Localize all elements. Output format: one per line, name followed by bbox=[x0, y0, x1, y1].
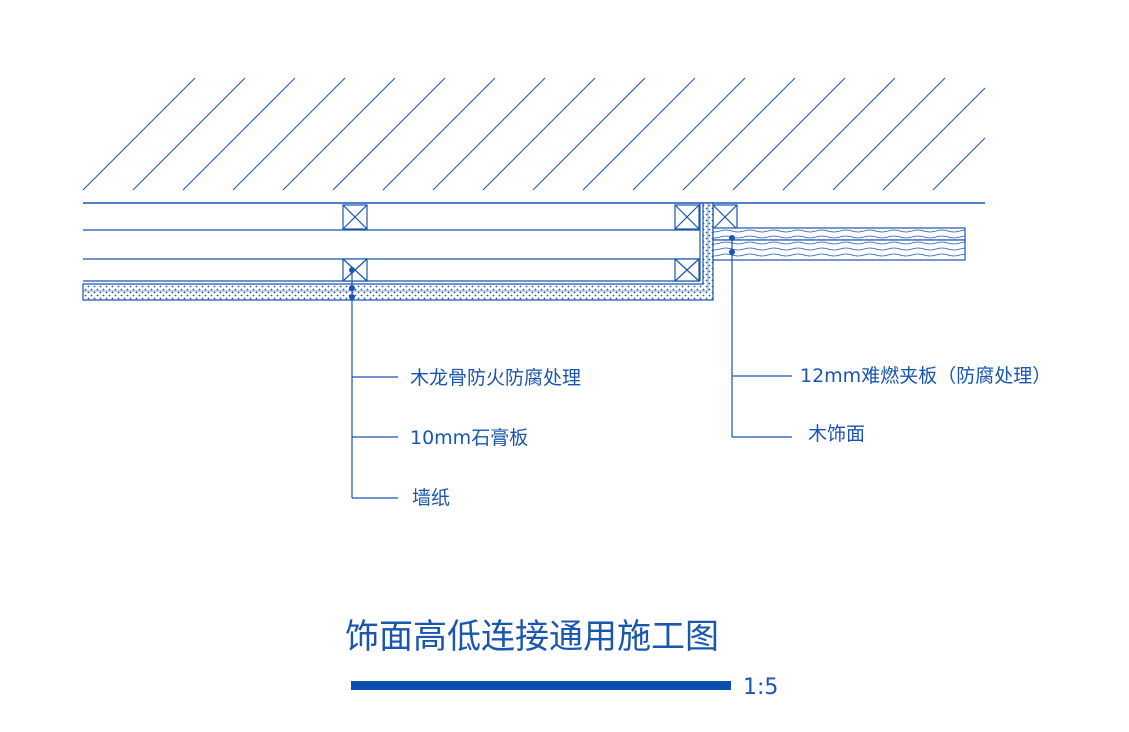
joist-upper-left bbox=[342, 204, 368, 230]
plywood-layer bbox=[712, 227, 966, 241]
joist-lower-mid bbox=[674, 258, 700, 282]
leader-left bbox=[351, 270, 398, 499]
leader-dot bbox=[729, 235, 735, 241]
drawing-title: 饰面高低连接通用施工图 bbox=[345, 617, 719, 657]
timber-joists bbox=[342, 204, 738, 282]
gypsum-board-layer bbox=[82, 202, 714, 301]
leader-right bbox=[731, 238, 792, 438]
scale-bar bbox=[351, 681, 731, 690]
callout-plywood: 12mm难燃夹板（防腐处理） bbox=[800, 365, 1051, 387]
leader-dot bbox=[349, 285, 355, 291]
leader-dot bbox=[349, 294, 355, 300]
callout-timber-joist: 木龙骨防火防腐处理 bbox=[410, 367, 581, 389]
callout-wood-veneer: 木饰面 bbox=[808, 423, 865, 445]
ceiling-frame bbox=[83, 203, 701, 282]
callout-gypsum-board: 10mm石膏板 bbox=[410, 426, 528, 449]
callout-wallpaper: 墙纸 bbox=[412, 487, 450, 509]
slab-hatch bbox=[82, 77, 986, 191]
joist-upper-mid bbox=[674, 204, 700, 230]
drawing-scale: 1:5 bbox=[743, 675, 778, 700]
leader-dot bbox=[729, 249, 735, 255]
leader-dot bbox=[349, 267, 355, 273]
wood-veneer-layer bbox=[712, 239, 966, 261]
joist-right bbox=[712, 204, 738, 230]
